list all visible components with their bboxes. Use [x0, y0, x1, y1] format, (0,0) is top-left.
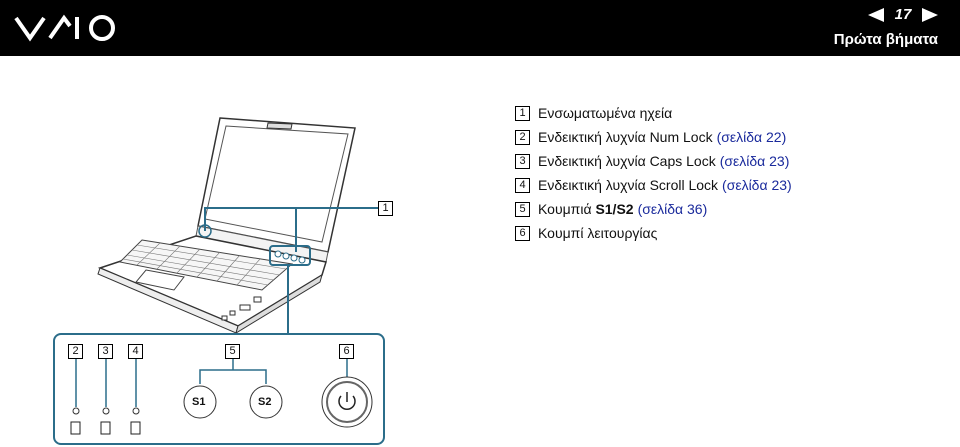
callout-3: 3 [98, 344, 113, 359]
callout-6: 6 [339, 344, 354, 359]
legend-number: 6 [515, 225, 530, 241]
section-title: Πρώτα βήματα [833, 31, 938, 48]
legend-number: 5 [515, 201, 530, 217]
legend-item: 6 Κουμπί λειτουργίας [515, 221, 792, 245]
legend-number: 3 [515, 153, 530, 169]
legend-item: 2 Ενδεικτική λυχνία Num Lock (σελίδα 22) [515, 125, 792, 149]
page-link[interactable]: (σελίδα 23) [722, 177, 792, 193]
page-link[interactable]: (σελίδα 36) [637, 201, 708, 217]
s1-button-label: S1 [192, 396, 206, 408]
vaio-logo [14, 14, 115, 42]
callout-2: 2 [68, 344, 83, 359]
page-link[interactable]: (σελίδα 23) [719, 153, 790, 169]
legend-number: 4 [515, 177, 530, 193]
legend-number: 2 [515, 129, 530, 145]
callout-4: 4 [128, 344, 143, 359]
legend-item: 5 Κουμπιά S1/S2 (σελίδα 36) [515, 197, 792, 221]
legend-text: Ενσωματωμένα ηχεία [538, 105, 673, 121]
legend-text: Ενδεικτική λυχνία Num Lock [538, 129, 713, 145]
legend-item: 3 Ενδεικτική λυχνία Caps Lock (σελίδα 23… [515, 149, 792, 173]
legend-number: 1 [515, 105, 530, 121]
page-navigation: 17 [868, 6, 938, 23]
previous-page-icon[interactable] [868, 7, 884, 22]
callout-5: 5 [225, 344, 240, 359]
component-legend: 1 Ενσωματωμένα ηχεία 2 Ενδεικτική λυχνία… [515, 101, 792, 245]
legend-text: Ενδεικτική λυχνία Caps Lock [538, 153, 716, 169]
legend-item: 1 Ενσωματωμένα ηχεία [515, 101, 792, 125]
next-page-icon[interactable] [922, 7, 938, 22]
legend-item: 4 Ενδεικτική λυχνία Scroll Lock (σελίδα … [515, 173, 792, 197]
indicator-detail-box [53, 333, 385, 445]
page-link[interactable]: (σελίδα 22) [716, 129, 787, 145]
callout-1: 1 [378, 201, 393, 216]
legend-text: Ενδεικτική λυχνία Scroll Lock [538, 177, 719, 193]
s2-button-label: S2 [258, 396, 272, 408]
legend-text: Κουμπί λειτουργίας [538, 225, 658, 241]
legend-text-bold: S1/S2 [595, 201, 634, 217]
header-bar: 17 Πρώτα βήματα [0, 0, 960, 56]
page-number: 17 [894, 6, 912, 23]
legend-text: Κουμπιά [538, 201, 596, 217]
